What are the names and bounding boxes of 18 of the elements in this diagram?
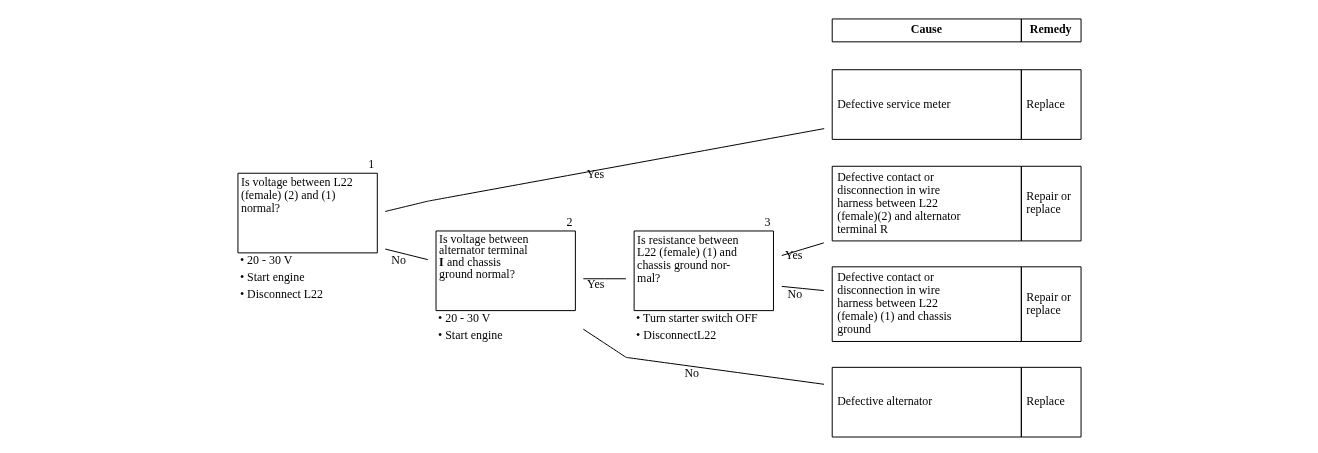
node-label: 1 <box>367 156 374 171</box>
node-label: • 20 - 30 V <box>437 311 490 326</box>
edge-label: No <box>787 287 802 302</box>
label: Remedy <box>1029 21 1072 36</box>
node-label: • Start engine <box>239 270 304 285</box>
node-label: • Start engine <box>437 328 503 343</box>
node-label: • DisconnectL22 <box>635 328 716 343</box>
node-label: • Disconnect L22 <box>239 287 323 302</box>
edge-label: Yes <box>586 167 604 182</box>
edge-label: No <box>390 252 406 267</box>
node-label: 3 <box>764 214 770 229</box>
label: Cause <box>910 21 942 36</box>
node-label: • Turn starter switch OFF <box>635 311 758 326</box>
edge-label: No <box>683 365 699 380</box>
edge-label: Yes <box>784 247 803 262</box>
edge-label: Yes <box>586 277 604 292</box>
node-label: • 20 - 30 V <box>239 253 292 268</box>
node-label: 2 <box>565 214 572 229</box>
